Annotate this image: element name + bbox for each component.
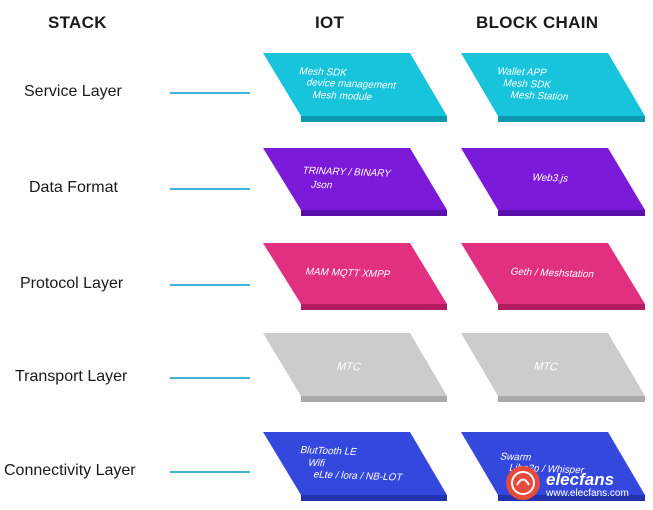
header-stack: STACK: [48, 13, 107, 32]
tile-face: [263, 333, 447, 396]
tile-face: [263, 148, 447, 210]
connector-line: [170, 284, 250, 286]
connector-line: [170, 377, 250, 379]
connector-line: [170, 188, 250, 190]
header-iot: IOT: [315, 13, 345, 32]
tile-face: [461, 148, 645, 210]
tile-face: [263, 243, 447, 304]
tile-text-transport-iot-1: MTC: [335, 360, 363, 374]
tile-text-data-iot-2: Json: [309, 179, 334, 192]
watermark-brand: elecfans: [546, 470, 615, 489]
tile-edge: [498, 396, 645, 402]
tile-transport-iot: [263, 333, 447, 402]
watermark-logo-icon: [506, 466, 540, 500]
tile-text-connectivity-iot-2: Wifi: [306, 457, 327, 470]
row-label-transport-layer: Transport Layer: [15, 368, 128, 385]
tile-edge: [498, 304, 645, 310]
tile-face: [263, 53, 447, 116]
tile-edge: [301, 116, 447, 122]
tile-edge: [498, 116, 645, 122]
row-label-service-layer: Service Layer: [24, 83, 122, 100]
tile-data-iot: [263, 148, 447, 216]
watermark: elecfans www.elecfans.com: [506, 466, 652, 506]
tile-edge: [301, 396, 447, 402]
tile-text-service-iot-3: Mesh module: [310, 89, 374, 104]
watermark-site: www.elecfans.com: [546, 488, 629, 499]
tile-edge: [301, 495, 447, 501]
tile-service-iot: [263, 53, 447, 122]
row-label-data-format: Data Format: [29, 179, 118, 196]
tile-text-service-bc-3: Mesh Station: [508, 89, 570, 104]
tile-protocol-iot: [263, 243, 447, 310]
tile-protocol-bc: [461, 243, 645, 310]
connector-line: [170, 92, 250, 94]
tile-edge: [498, 495, 645, 501]
tile-face: [461, 243, 645, 304]
tile-data-bc: [461, 148, 645, 216]
tile-text-data-bc-1: Web3.js: [530, 172, 570, 185]
tile-face: [263, 432, 447, 495]
tile-edge: [498, 210, 645, 216]
tile-text-transport-bc-1: MTC: [532, 360, 560, 374]
tile-text-connectivity-iot-1: BlutTooth LE: [298, 445, 359, 458]
tile-edge: [301, 210, 447, 216]
tile-transport-bc: [461, 333, 645, 402]
tile-service-bc: [461, 53, 645, 122]
header-blockchain: BLOCK CHAIN: [476, 13, 599, 32]
tile-face: [461, 333, 645, 396]
tile-connectivity-iot: [263, 432, 447, 501]
connector-line: [170, 471, 250, 473]
row-label-protocol-layer: Protocol Layer: [20, 275, 124, 292]
tile-face: [461, 53, 645, 116]
row-label-connectivity-layer: Connectivity Layer: [4, 462, 136, 479]
tile-edge: [301, 304, 447, 310]
